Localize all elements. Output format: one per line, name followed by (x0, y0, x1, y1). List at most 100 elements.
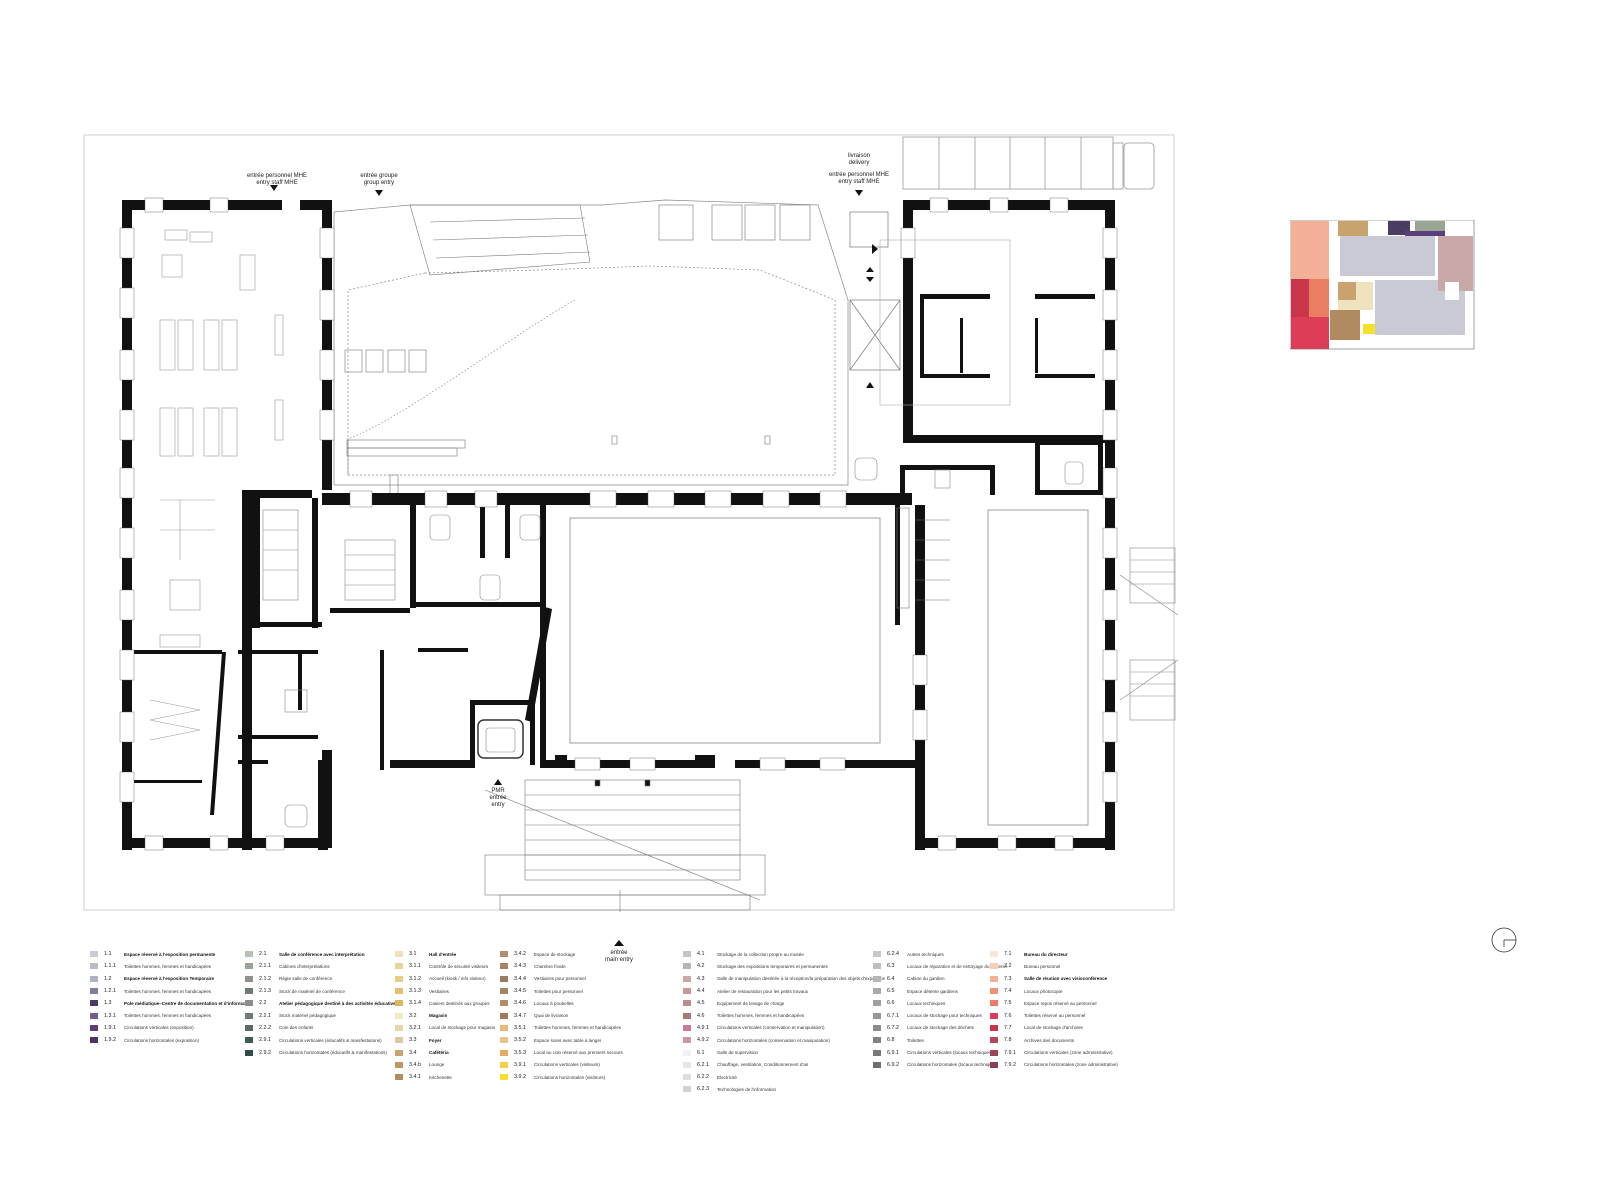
legend-code: 7.4 (1004, 988, 1012, 995)
legend-swatch (245, 1037, 253, 1044)
legend-swatch (990, 1012, 998, 1019)
legend-name: Technologies de l'information (717, 1086, 777, 1092)
legend-code: 4.3 (697, 975, 705, 982)
legend-name: Espace réservé à l'exposition permanente (124, 951, 216, 957)
legend-code: 6.8 (887, 1037, 895, 1044)
legend-swatch (683, 1074, 691, 1081)
legend-code: 3.4.5 (514, 988, 526, 995)
legend-name: Autres techniques (907, 951, 944, 957)
legend-name: Locaux de stockage des déchets (907, 1025, 974, 1031)
legend-name: Bureau personnel (1024, 963, 1061, 969)
legend-code: 3.1.1 (409, 963, 421, 970)
group-entry-label: entrée groupe group entry (360, 173, 398, 186)
legend-name: Salle de réunion avec visioconférence (1024, 976, 1108, 982)
legend-swatch (395, 1049, 403, 1056)
legend-code: 3.1 (409, 951, 417, 958)
service-lift (849, 211, 901, 371)
legend-swatch (395, 1024, 403, 1031)
courtyard (333, 199, 849, 496)
legend-code: 1.3.1 (104, 1012, 116, 1019)
legend-swatch (500, 1061, 508, 1068)
legend-name: Equipement de levage de charge (717, 1000, 785, 1006)
legend-name: Salle de manipulation destinée à la réce… (717, 976, 886, 982)
legend-swatch (245, 975, 253, 982)
legend-code: 6.6 (887, 1000, 895, 1007)
legend-swatch (395, 1012, 403, 1019)
legend-name: Cafétéria (429, 1050, 449, 1056)
legend-code: 6.2.4 (887, 951, 899, 958)
north-arrow-icon (1491, 927, 1517, 953)
staff-entry-2-label: entrée personnel MHE entry staff MHE (828, 172, 890, 185)
legend-name: Régie salle de conférence (279, 976, 333, 982)
legend-swatch (395, 1037, 403, 1044)
legend-swatch (873, 1024, 881, 1031)
legend-name: Circulations horizontales (éducatifs & m… (279, 1050, 388, 1056)
legend-code: 3.9.1 (514, 1061, 526, 1068)
legend-swatch (245, 1024, 253, 1031)
legend-name: Electricité (717, 1074, 737, 1080)
legend-name: Toilettes hommes, femmes et handicapées (124, 963, 212, 969)
legend-swatch (500, 975, 508, 982)
legend-name: Espace repos réservé au personnel (1024, 1000, 1097, 1006)
legend-code: 4.4 (697, 988, 705, 995)
legend-name: Circulations verticales (zone administra… (1024, 1050, 1113, 1056)
legend-name: Toilettes hommes, femmes et handicapées (124, 1013, 212, 1019)
keyplan-visitor-circulation (1363, 324, 1375, 334)
legend-swatch (500, 1024, 508, 1031)
legend-code: 3.1.2 (409, 975, 421, 982)
legend-code: 1.1.1 (104, 963, 116, 970)
legend-name: Circulations verticales (conservation et… (717, 1025, 825, 1031)
legend-code: 1.9.2 (104, 1037, 116, 1044)
delivery-parking (902, 136, 1155, 190)
legend-name: Local de stockage d'archives (1024, 1025, 1083, 1031)
legend-name: Stockage de la collection propre au musé… (717, 951, 804, 957)
legend-name: Foyer (429, 1037, 442, 1043)
legend-name: Magasin (429, 1013, 448, 1019)
legend-name: Toilettes hommes, femmes et handicapées (534, 1025, 622, 1031)
legend-name: Quai de livraison (534, 1013, 569, 1019)
legend-swatch (245, 951, 253, 958)
arrow-down-icon (375, 190, 383, 196)
legend-code: 2.1.1 (259, 963, 271, 970)
arrow-right-icon (872, 244, 878, 254)
building-walls (122, 200, 1115, 850)
legend-swatch (873, 1000, 881, 1007)
legend-name: Local au coin réservé aux premiers secou… (534, 1050, 623, 1056)
legend-swatch (245, 1049, 253, 1056)
legend-code: 6.3 (887, 963, 895, 970)
legend-name: Lounge (429, 1062, 445, 1068)
legend-code: 3.5.1 (514, 1024, 526, 1031)
legend-swatch (500, 1049, 508, 1056)
legend-name: Locaux de stockage pour techniques (907, 1013, 982, 1019)
legend-name: Stockage des expositions temporaires et … (717, 963, 828, 969)
legend-code: 3.5.3 (514, 1049, 526, 1056)
legend-name: Circulations horizontales (locaux techni… (907, 1062, 999, 1068)
legend-name: Circulations horizontales (zone administ… (1024, 1062, 1118, 1068)
arrow-down-icon (855, 190, 863, 196)
legend-code: 3.2 (409, 1012, 417, 1019)
legend-swatch (395, 1000, 403, 1007)
legend-code: 2.2 (259, 1000, 267, 1007)
legend-name: Contrôle de sécurité visiteurs (429, 963, 489, 969)
legend-code: 1.3 (104, 1000, 112, 1007)
legend-swatch (500, 988, 508, 995)
keyplan-storage (1438, 236, 1473, 291)
legend-name: Circulations verticales (exposition) (124, 1025, 194, 1031)
